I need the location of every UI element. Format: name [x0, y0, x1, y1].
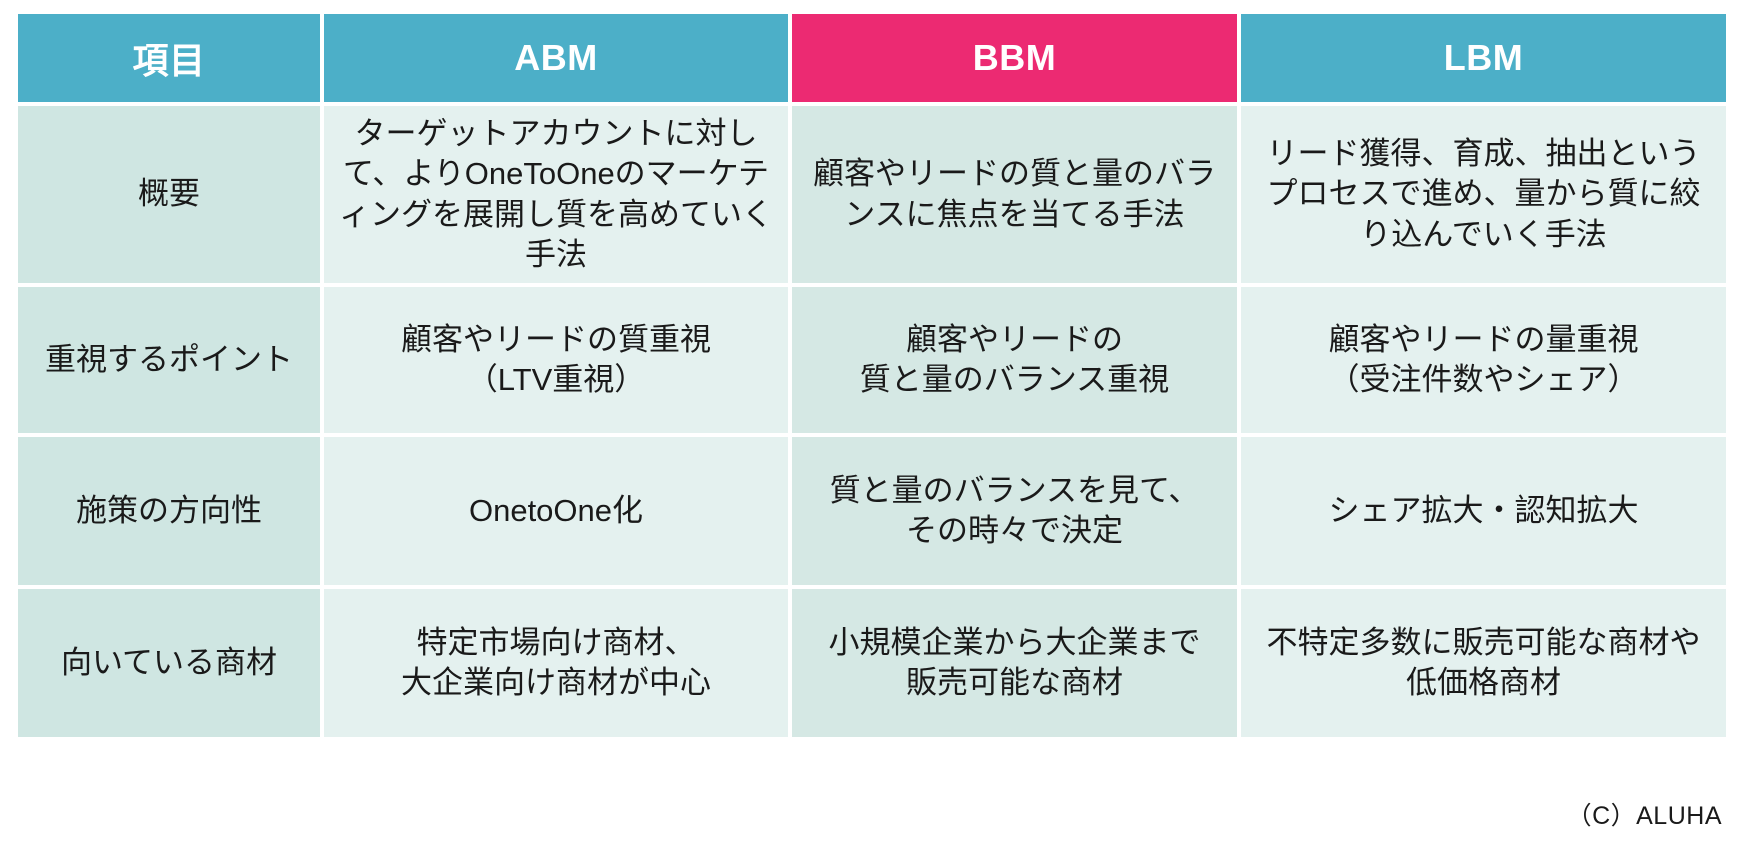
cell-focus-point-abm: 顧客やリードの質重視 （LTV重視） — [324, 287, 792, 438]
table-row: 施策の方向性 OnetoOne化 質と量のバランスを見て、その時々で決定 シェア… — [18, 437, 1726, 590]
table-body: 概要 ターゲットアカウントに対して、よりOneToOneのマーケティングを展開し… — [18, 106, 1726, 738]
cell-overview-bbm: 顧客やリードの質と量のバランスに焦点を当てる手法 — [792, 106, 1241, 288]
cell-line: その時々で決定 — [906, 513, 1123, 549]
cell-direction-bbm: 質と量のバランスを見て、その時々で決定 — [792, 437, 1241, 590]
cell-direction-abm: OnetoOne化 — [324, 437, 792, 590]
cell-overview-abm: ターゲットアカウントに対して、よりOneToOneのマーケティングを展開し質を高… — [324, 106, 792, 288]
cell-line: リード獲得、育成、抽出というプロセスで進め、量から質に絞り込んでいく手法 — [1266, 136, 1701, 252]
table-row: 概要 ターゲットアカウントに対して、よりOneToOneのマーケティングを展開し… — [18, 106, 1726, 288]
cell-line: 大企業向け商材が中心 — [401, 665, 711, 701]
table-container: 項目 ABM BBM LBM 概要 ターゲットアカウントに対して、よりOneTo… — [18, 14, 1726, 738]
cell-suitable-products-lbm: 不特定多数に販売可能な商材や低価格商材 — [1241, 589, 1726, 738]
cell-overview-lbm: リード獲得、育成、抽出というプロセスで進め、量から質に絞り込んでいく手法 — [1241, 106, 1726, 288]
cell-line: 重視するポイント — [45, 342, 293, 378]
table-header: 項目 ABM BBM LBM — [18, 14, 1726, 106]
row-label-overview: 概要 — [18, 106, 324, 288]
cell-suitable-products-abm: 特定市場向け商材、大企業向け商材が中心 — [324, 589, 792, 738]
cell-line: 質と量のバランスを見て、 — [829, 472, 1200, 508]
cell-line: 顧客やリードの質と量のバランスに焦点を当てる手法 — [813, 156, 1216, 232]
cell-line: 向いている商材 — [60, 645, 278, 681]
row-label-suitable-products: 向いている商材 — [18, 589, 324, 738]
cell-focus-point-lbm: 顧客やリードの量重視 （受注件数やシェア） — [1241, 287, 1726, 438]
column-header-item: 項目 — [18, 14, 324, 106]
column-header-abm: ABM — [324, 14, 792, 106]
cell-line: （受注件数やシェア） — [1328, 362, 1639, 398]
header-row: 項目 ABM BBM LBM — [18, 14, 1726, 106]
cell-line: （LTV重視） — [466, 362, 646, 398]
cell-line: シェア拡大・認知拡大 — [1328, 493, 1639, 529]
cell-line: 小規模企業から大企業まで — [828, 624, 1201, 660]
copyright-credit: （C）ALUHA — [1566, 802, 1722, 830]
cell-line: 顧客やリードの量重視 — [1328, 321, 1639, 357]
column-header-lbm: LBM — [1241, 14, 1726, 106]
table-row: 向いている商材 特定市場向け商材、大企業向け商材が中心 小規模企業から大企業まで… — [18, 589, 1726, 738]
cell-line: 販売可能な商材 — [906, 665, 1123, 701]
cell-line: ターゲットアカウントに対して、よりOneToOneのマーケティングを展開し質を高… — [339, 116, 773, 272]
cell-line: 顧客やリードの質重視 — [401, 321, 711, 357]
marketing-model-comparison-table: 項目 ABM BBM LBM 概要 ターゲットアカウントに対して、よりOneTo… — [18, 14, 1726, 738]
cell-line: OnetoOne化 — [468, 493, 644, 529]
cell-line: 顧客やリードの — [906, 321, 1123, 357]
cell-line: 特定市場向け商材、 — [416, 624, 696, 660]
cell-line: 質と量のバランス重視 — [859, 362, 1170, 398]
table-row: 重視するポイント 顧客やリードの質重視 （LTV重視） 顧客やリードの質と量のバラ… — [18, 287, 1726, 438]
cell-line: 概要 — [138, 176, 200, 212]
cell-line: 施策の方向性 — [76, 493, 262, 529]
row-label-direction: 施策の方向性 — [18, 437, 324, 590]
cell-focus-point-bbm: 顧客やリードの質と量のバランス重視 — [792, 287, 1241, 438]
column-header-bbm: BBM — [792, 14, 1241, 106]
cell-suitable-products-bbm: 小規模企業から大企業まで販売可能な商材 — [792, 589, 1241, 738]
cell-line: 不特定多数に販売可能な商材や低価格商材 — [1266, 624, 1701, 701]
cell-direction-lbm: シェア拡大・認知拡大 — [1241, 437, 1726, 590]
row-label-focus-point: 重視するポイント — [18, 287, 324, 438]
